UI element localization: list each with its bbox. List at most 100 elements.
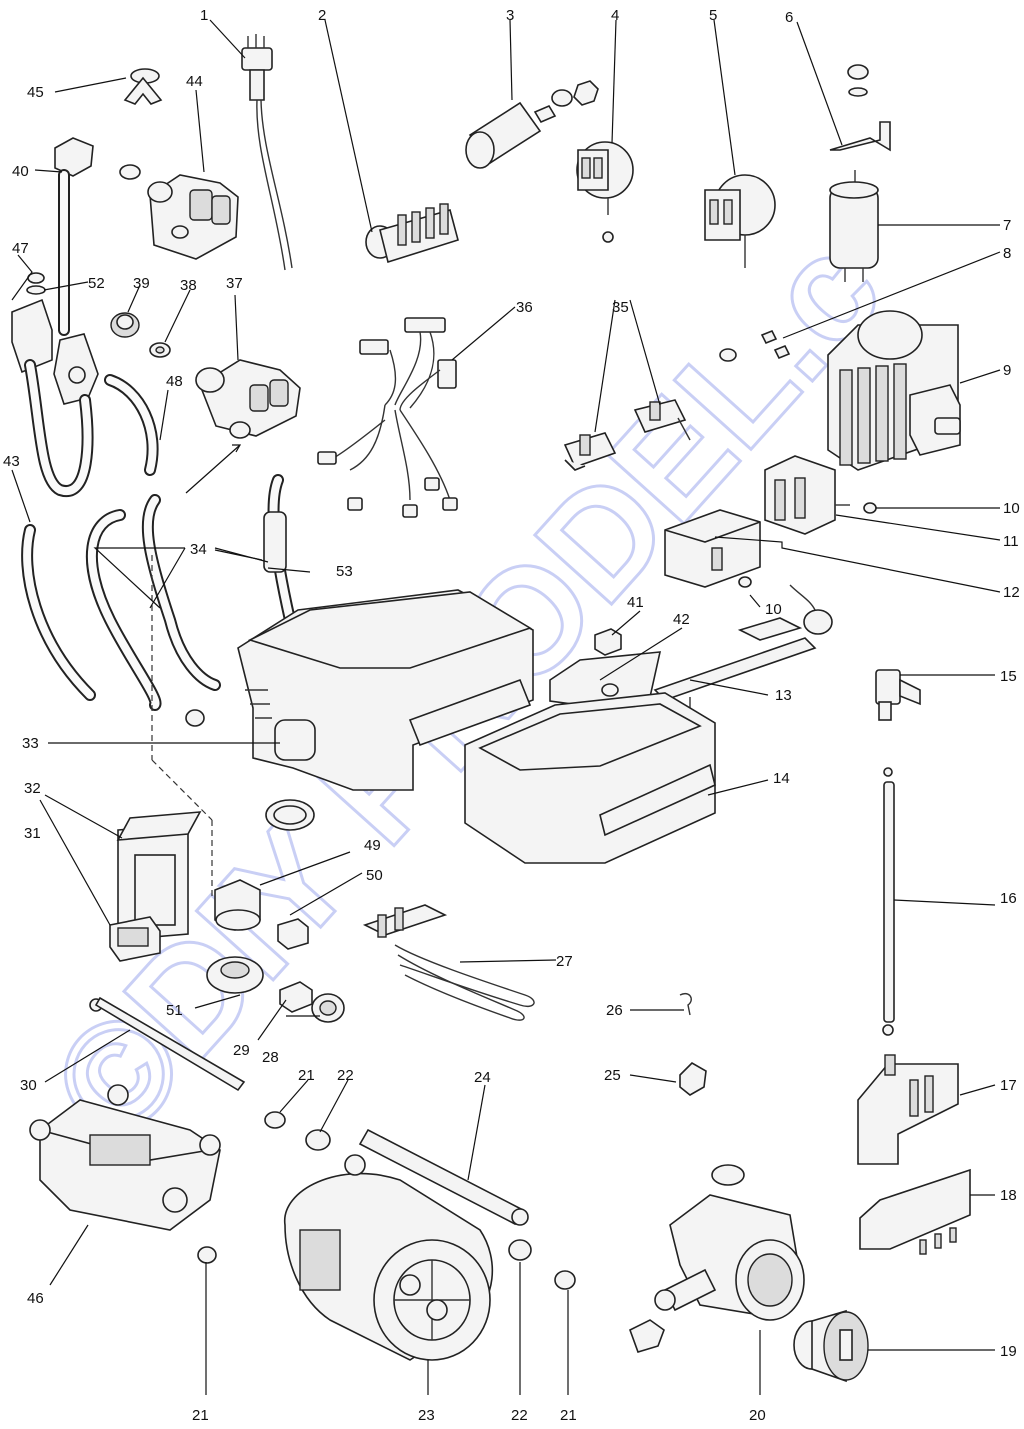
label-36: 36 <box>516 299 533 316</box>
label-35: 35 <box>612 299 629 316</box>
label-7: 7 <box>1003 217 1011 234</box>
part-4-pressure-switch[interactable] <box>576 141 634 243</box>
part-6-bracket[interactable] <box>829 64 891 152</box>
label-48: 48 <box>166 373 183 390</box>
label-34: 34 <box>190 541 207 558</box>
label-19: 19 <box>1000 1343 1017 1360</box>
label-52: 52 <box>88 275 105 292</box>
label-6: 6 <box>785 9 793 26</box>
part-21-washers[interactable] <box>197 1111 576 1290</box>
part-11-noise-filter[interactable] <box>764 455 850 535</box>
label-49: 49 <box>364 837 381 854</box>
part-14-dispenser-drawer[interactable] <box>464 692 716 864</box>
part-47-52-nut-washer[interactable] <box>26 272 46 295</box>
part-35-switches[interactable] <box>563 399 691 471</box>
label-12: 12 <box>1003 584 1020 601</box>
label-1: 1 <box>200 7 208 24</box>
part-46-pump-housing[interactable] <box>29 1084 221 1231</box>
label-16: 16 <box>1000 890 1017 907</box>
part-36-wiring-harness[interactable] <box>317 317 458 518</box>
part-31-filter-block[interactable] <box>109 916 161 962</box>
part-clamp-ring[interactable] <box>265 799 315 831</box>
label-38: 38 <box>180 277 197 294</box>
part-2-terminal-block[interactable] <box>365 203 459 264</box>
part-30-tie-rod[interactable] <box>89 996 246 1092</box>
label-21b: 21 <box>192 1407 209 1424</box>
label-28: 28 <box>262 1049 279 1066</box>
label-40: 40 <box>12 163 29 180</box>
assembly-guide-lines <box>151 555 213 900</box>
part-15-door-interlock[interactable] <box>875 669 921 721</box>
label-3: 3 <box>506 7 514 24</box>
part-25-seal[interactable] <box>679 1062 707 1096</box>
label-2: 2 <box>318 7 326 24</box>
part-44-solenoid-valve[interactable] <box>119 164 239 260</box>
label-22a: 22 <box>337 1067 354 1084</box>
label-18: 18 <box>1000 1187 1017 1204</box>
label-42: 42 <box>673 611 690 628</box>
label-29: 29 <box>233 1042 250 1059</box>
label-22b: 22 <box>511 1407 528 1424</box>
part-12-suppressor[interactable] <box>664 509 761 588</box>
label-8: 8 <box>1003 245 1011 262</box>
part-34-hoses[interactable] <box>85 494 221 711</box>
label-37: 37 <box>226 275 243 292</box>
part-26-clip[interactable] <box>679 993 692 1016</box>
part-42-tray[interactable] <box>549 651 662 710</box>
label-17: 17 <box>1000 1077 1017 1094</box>
label-46: 46 <box>27 1290 44 1307</box>
part-23-motor[interactable] <box>284 1154 494 1361</box>
part-33-detergent-dispenser-housing[interactable] <box>185 589 534 791</box>
label-20: 20 <box>749 1407 766 1424</box>
part-49-gasket[interactable] <box>214 879 261 931</box>
part-22-bushings[interactable] <box>305 1129 532 1261</box>
part-53-hose[interactable] <box>263 474 296 626</box>
label-25: 25 <box>604 1067 621 1084</box>
part-19-pump-filter[interactable] <box>793 1309 869 1383</box>
part-32-cover[interactable] <box>116 811 202 941</box>
label-21c: 21 <box>560 1407 577 1424</box>
part-20-drain-pump[interactable] <box>629 1164 805 1353</box>
label-9: 9 <box>1003 362 1011 379</box>
part-18-electronic-module[interactable] <box>859 1168 971 1255</box>
part-spring-knob[interactable] <box>789 584 833 635</box>
label-44: 44 <box>186 73 203 90</box>
part-1-power-cable[interactable] <box>241 34 293 271</box>
part-10-screw[interactable] <box>738 502 877 588</box>
part-39-filter[interactable] <box>110 312 140 338</box>
part-43-hose[interactable] <box>21 524 96 701</box>
part-51-ring[interactable] <box>206 956 264 994</box>
label-47: 47 <box>12 240 29 257</box>
part-37-solenoid-valve[interactable] <box>185 359 301 494</box>
part-17-electronic-module[interactable] <box>857 1054 959 1165</box>
label-51: 51 <box>166 1002 183 1019</box>
part-27-heating-element[interactable] <box>362 904 535 1021</box>
part-40-fill-hose[interactable] <box>11 137 99 498</box>
label-53: 53 <box>336 563 353 580</box>
part-3-capacitor[interactable] <box>465 80 599 169</box>
leader-lines <box>11 19 1001 1395</box>
part-9-programmer-timer[interactable] <box>827 310 961 471</box>
part-16-rod[interactable] <box>882 767 895 1036</box>
label-26: 26 <box>606 1002 623 1019</box>
part-5-pressure-switch[interactable] <box>704 174 776 268</box>
part-50-block[interactable] <box>277 918 309 950</box>
part-8-lamp[interactable] <box>719 329 791 362</box>
part-48-hose[interactable] <box>104 374 159 476</box>
label-39: 39 <box>133 275 150 292</box>
part-41-knob[interactable] <box>594 628 622 656</box>
label-41: 41 <box>627 594 644 611</box>
label-21a: 21 <box>298 1067 315 1084</box>
part-45-clamp[interactable] <box>123 68 163 105</box>
part-7-capacitor[interactable] <box>829 170 879 282</box>
label-43: 43 <box>3 453 20 470</box>
label-30: 30 <box>20 1077 37 1094</box>
label-45: 45 <box>27 84 44 101</box>
label-14: 14 <box>773 770 790 787</box>
part-28-sensor[interactable] <box>311 993 345 1023</box>
part-24-shaft[interactable] <box>358 1128 529 1226</box>
part-38-washer[interactable] <box>149 342 171 358</box>
label-10b: 10 <box>765 601 782 618</box>
